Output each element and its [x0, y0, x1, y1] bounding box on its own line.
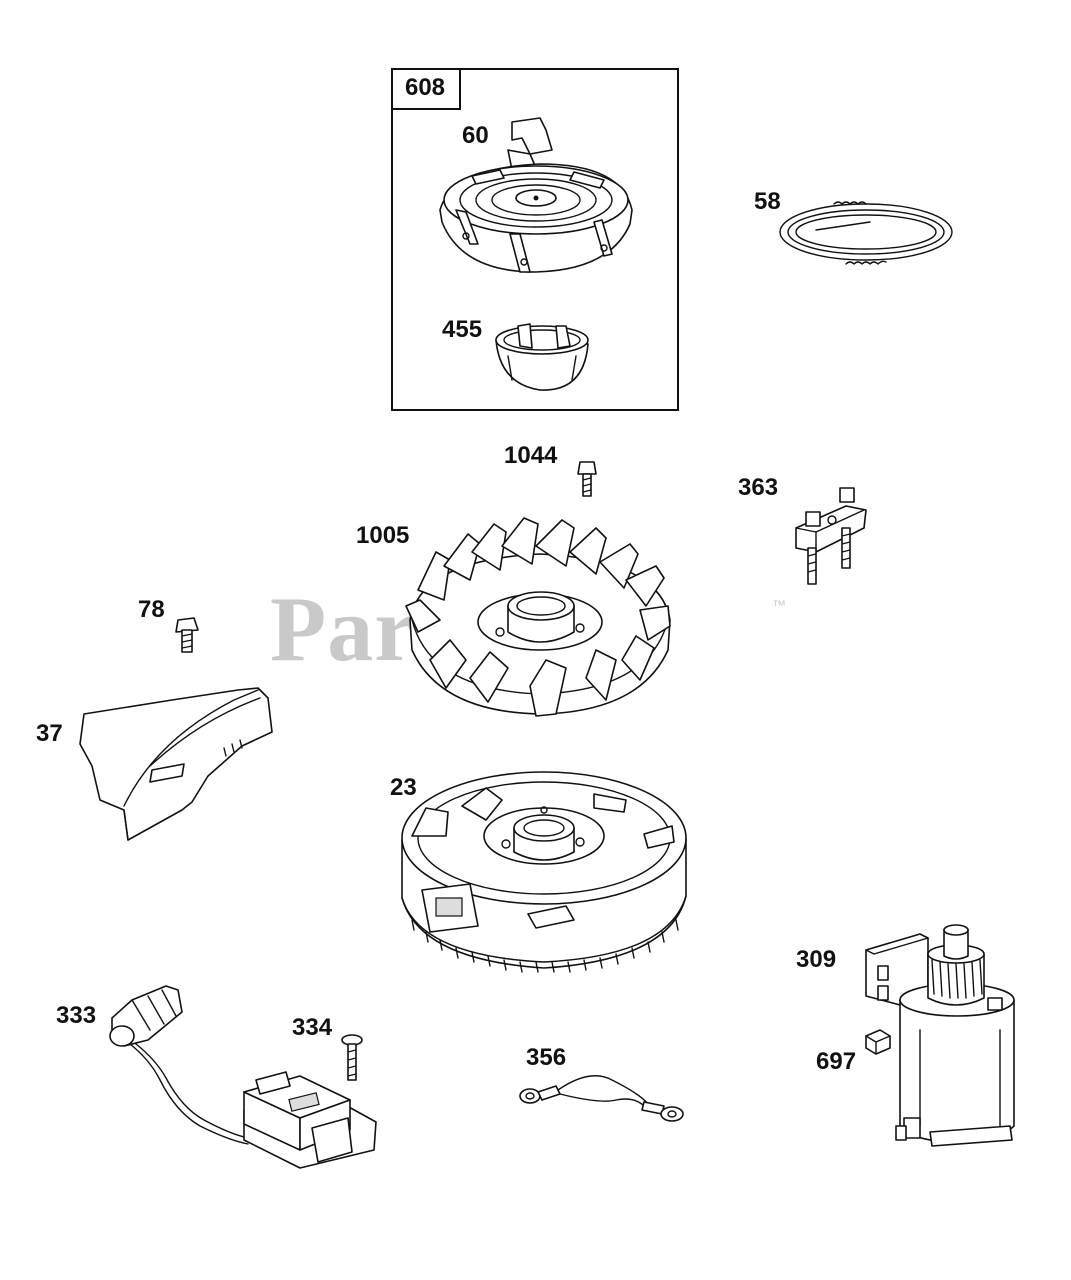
nut-icon[interactable] — [865, 1029, 891, 1055]
kit-number[interactable]: 608 — [391, 68, 461, 110]
fan-icon[interactable] — [405, 517, 671, 717]
rewind-starter-icon[interactable] — [439, 117, 633, 273]
part-label-1005[interactable]: 1005 — [356, 522, 410, 549]
part-label-58[interactable]: 58 — [754, 188, 781, 215]
part-label-1044[interactable]: 1044 — [504, 442, 558, 469]
starter-cup-icon[interactable] — [495, 323, 589, 391]
ground-wire-icon[interactable] — [519, 1075, 684, 1122]
screw-icon[interactable] — [577, 461, 597, 497]
part-label-455[interactable]: 455 — [442, 316, 483, 343]
starter-rope-icon[interactable] — [779, 201, 953, 265]
part-label-23[interactable]: 23 — [390, 774, 417, 801]
part-label-333[interactable]: 333 — [56, 1002, 97, 1029]
part-label-356[interactable]: 356 — [526, 1044, 567, 1071]
ignition-armature-icon[interactable] — [109, 985, 377, 1169]
bracket-icon[interactable] — [795, 487, 867, 585]
trademark-mark: ™ — [772, 597, 786, 613]
part-label-363[interactable]: 363 — [738, 474, 779, 501]
part-label-334[interactable]: 334 — [292, 1014, 333, 1041]
air-guide-icon[interactable] — [79, 687, 273, 841]
flywheel-icon[interactable] — [401, 771, 687, 973]
part-label-78[interactable]: 78 — [138, 596, 165, 623]
part-label-697[interactable]: 697 — [816, 1048, 857, 1075]
starter-motor-icon[interactable] — [865, 924, 1015, 1147]
part-label-60[interactable]: 60 — [462, 122, 489, 149]
part-label-309[interactable]: 309 — [796, 946, 837, 973]
kit-box — [391, 68, 679, 411]
screw-icon[interactable] — [341, 1034, 363, 1081]
part-label-37[interactable]: 37 — [36, 720, 63, 747]
bolt-icon[interactable] — [175, 617, 199, 653]
